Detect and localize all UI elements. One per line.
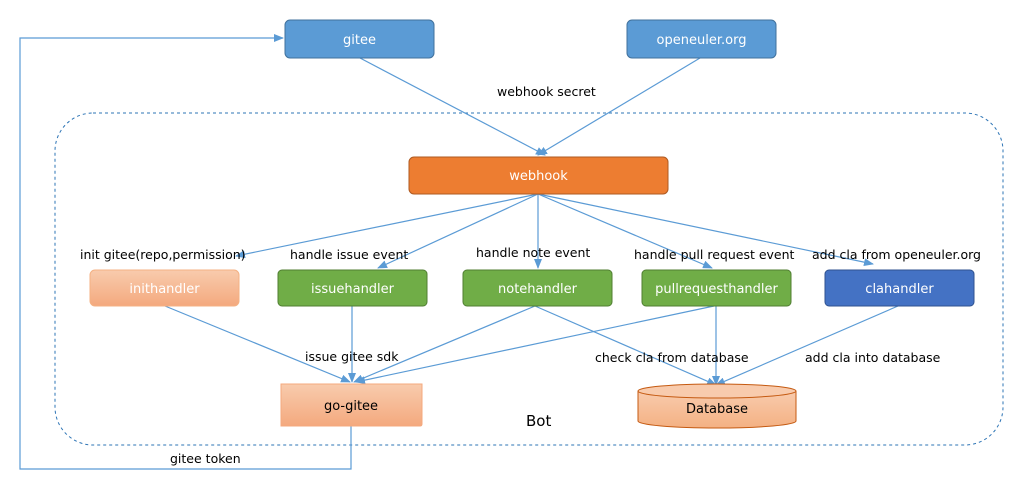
edge-gitee-webhook — [359, 57, 546, 156]
inithandler-label: inithandler — [129, 282, 200, 297]
go-gitee-label: go-gitee — [324, 399, 378, 414]
label-gitee-token: gitee token — [170, 451, 241, 466]
issuehandler-label: issuehandler — [311, 282, 395, 297]
edge-webhook-clahandler — [537, 193, 874, 267]
edge-clahandler-database — [715, 305, 899, 386]
edge-notehandler-database — [534, 305, 717, 386]
bot-boundary — [54, 112, 1004, 446]
label-handle-note: handle note event — [476, 245, 590, 260]
node-pullrequesthandler: pullrequesthandler — [641, 269, 792, 307]
edge-openeuler-webhook — [537, 57, 701, 156]
openeuler-label: openeuler.org — [657, 33, 747, 48]
node-go-gitee: go-gitee — [280, 383, 423, 427]
webhook-label: webhook — [509, 169, 568, 184]
node-openeuler: openeuler.org — [626, 19, 777, 59]
notehandler-label: notehandler — [498, 282, 578, 297]
node-notehandler: notehandler — [462, 269, 613, 307]
label-webhook-secret: webhook secret — [497, 84, 596, 99]
edge-gogitee-token-gitee — [19, 34, 352, 470]
edge-inithandler-gogitee — [164, 305, 351, 383]
label-handle-issue: handle issue event — [290, 247, 408, 262]
label-init-gitee: init gitee(repo,permission) — [80, 247, 246, 262]
node-webhook: webhook — [408, 156, 669, 195]
node-inithandler: inithandler — [89, 269, 240, 307]
label-issue-gitee-sdk: issue gitee sdk — [305, 349, 399, 364]
database-label: Database — [686, 402, 748, 417]
label-add-cla-into: add cla into database — [805, 350, 941, 365]
node-issuehandler: issuehandler — [277, 269, 428, 307]
gitee-label: gitee — [343, 33, 376, 48]
edges — [19, 34, 899, 470]
node-database: Database — [637, 383, 797, 429]
node-clahandler: clahandler — [824, 269, 975, 307]
label-add-cla-from: add cla from openeuler.org — [812, 247, 981, 262]
edge-pullrequesthandler-gogitee — [355, 305, 715, 385]
label-handle-pr: handle pull request event — [634, 247, 795, 262]
bot-title: Bot — [526, 412, 551, 430]
pullrequesthandler-label: pullrequesthandler — [655, 282, 778, 297]
edge-notehandler-gogitee — [353, 305, 536, 383]
node-gitee: gitee — [284, 19, 435, 59]
edge-webhook-pullrequesthandler — [537, 193, 713, 269]
label-check-cla: check cla from database — [595, 350, 749, 365]
edge-webhook-issuehandler — [377, 193, 539, 269]
edge-webhook-inithandler — [235, 193, 539, 259]
clahandler-label: clahandler — [865, 282, 934, 297]
